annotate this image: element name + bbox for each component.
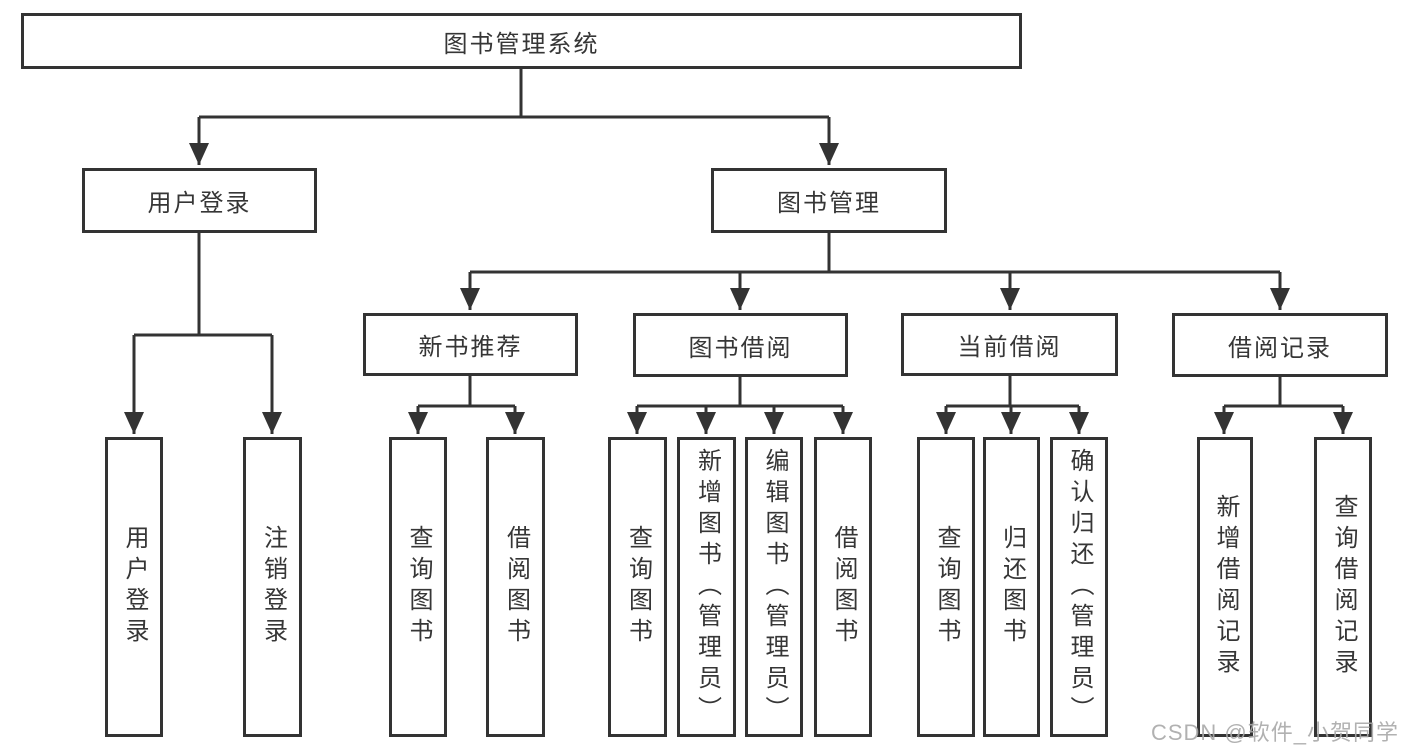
node-current-borrowing: 当前借阅 [901, 313, 1118, 376]
node-label: 查询借阅记录 [1330, 494, 1357, 680]
node-label: 查询图书 [933, 525, 960, 649]
node-borrowing-records: 借阅记录 [1172, 313, 1388, 377]
node-label: 归还图书 [998, 525, 1026, 649]
node-label: 注销登录 [259, 525, 287, 649]
node-label: 图书管理 [777, 190, 881, 217]
node-label: 借阅记录 [1228, 334, 1332, 362]
node-book-management: 图书管理 [711, 168, 947, 233]
node-leaf-borrow-books-1: 借阅图书 [486, 437, 545, 737]
csdn-watermark: CSDN @软件_小贺同学 [1150, 720, 1399, 745]
node-root-library-management-system: 图书管理系统 [21, 13, 1022, 69]
node-user-login: 用户登录 [82, 168, 317, 233]
node-label: 确认归还（管理员） [1066, 447, 1093, 727]
node-label: 借阅图书 [502, 525, 530, 649]
node-leaf-user-login: 用户登录 [105, 437, 163, 737]
node-leaf-add-borrow-record: 新增借阅记录 [1197, 437, 1253, 737]
node-label: 编辑图书（管理员） [761, 447, 788, 727]
node-leaf-borrow-books-2: 借阅图书 [814, 437, 872, 737]
node-label: 新增借阅记录 [1212, 494, 1239, 680]
node-label: 当前借阅 [957, 334, 1062, 361]
node-label: 图书借阅 [688, 334, 793, 362]
node-label: 图书管理系统 [443, 30, 600, 58]
node-leaf-return-books: 归还图书 [983, 437, 1040, 737]
node-label: 查询图书 [405, 525, 432, 649]
node-label: 用户登录 [147, 190, 252, 217]
node-leaf-add-book-admin: 新增图书（管理员） [677, 437, 736, 737]
node-label: 新书推荐 [418, 334, 523, 361]
node-leaf-query-books-2: 查询图书 [608, 437, 667, 737]
node-label: 借阅图书 [830, 525, 857, 649]
node-leaf-logout: 注销登录 [243, 437, 302, 737]
node-leaf-query-books-3: 查询图书 [917, 437, 975, 737]
node-book-borrowing: 图书借阅 [633, 313, 848, 377]
node-new-book-recommendation: 新书推荐 [363, 313, 578, 376]
node-label: 用户登录 [121, 525, 148, 649]
node-leaf-edit-book-admin: 编辑图书（管理员） [745, 437, 803, 737]
node-leaf-confirm-return-admin: 确认归还（管理员） [1050, 437, 1108, 737]
node-label: 新增图书（管理员） [693, 447, 721, 727]
node-leaf-query-books-1: 查询图书 [389, 437, 447, 737]
node-leaf-query-borrow-record: 查询借阅记录 [1314, 437, 1372, 737]
arrow-shafts [124, 117, 1353, 434]
node-label: 查询图书 [624, 525, 652, 649]
